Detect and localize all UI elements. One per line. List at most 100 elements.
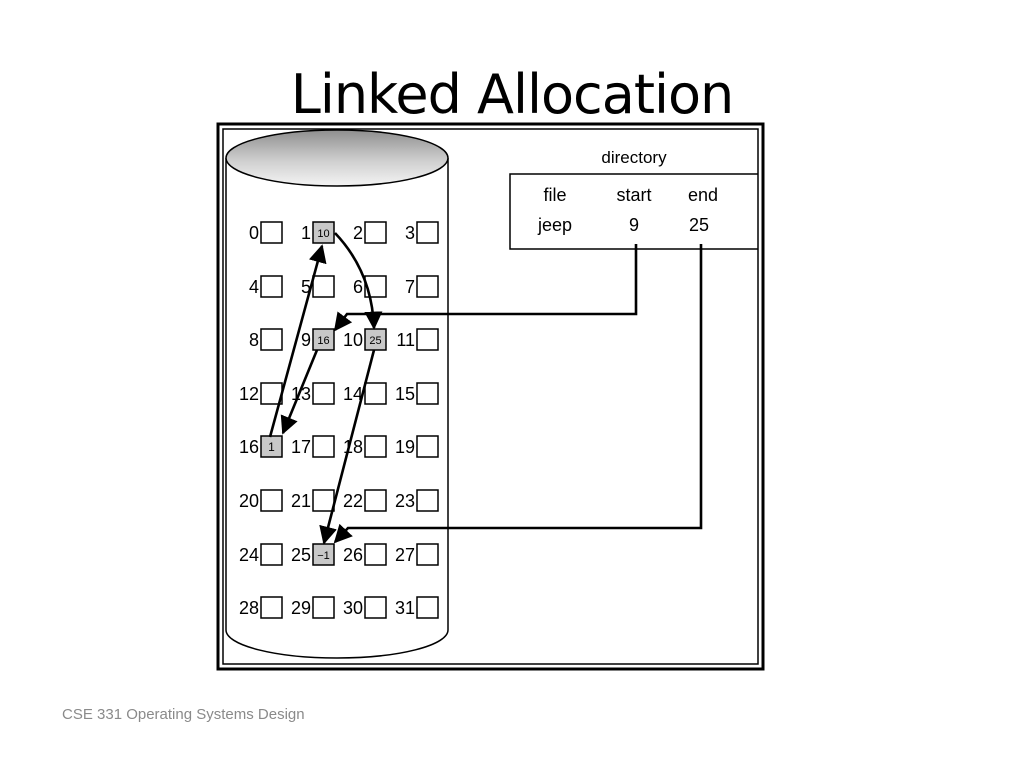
directory-label: directory xyxy=(601,148,667,167)
disk-block-26: 26 xyxy=(343,543,387,566)
free-block-box xyxy=(312,596,335,619)
block-number-label: 3 xyxy=(405,223,415,243)
arrow-block-10-to-25 xyxy=(319,349,376,545)
block-number-label: 4 xyxy=(249,277,259,297)
block-number-label: 26 xyxy=(343,545,363,565)
free-block-box xyxy=(416,543,439,566)
block-number-label: 22 xyxy=(343,491,363,511)
block-number-label: 25 xyxy=(291,545,311,565)
disk-block-17: 17 xyxy=(291,435,335,458)
block-pointer-value: 16 xyxy=(317,335,329,347)
disk-block-9: 9 16 xyxy=(301,328,335,351)
block-number-label: 23 xyxy=(395,491,415,511)
block-pointer-value: 10 xyxy=(317,228,329,240)
disk-block-24: 24 xyxy=(239,543,283,566)
block-number-label: 29 xyxy=(291,598,311,618)
free-block-box xyxy=(416,596,439,619)
disk-block-0: 0 xyxy=(249,221,283,244)
free-block-box xyxy=(416,382,439,405)
block-number-label: 5 xyxy=(301,277,311,297)
block-number-label: 7 xyxy=(405,277,415,297)
disk-block-3: 3 xyxy=(405,221,439,244)
disk-block-11: 11 xyxy=(396,328,439,351)
allocated-block-box xyxy=(312,328,335,351)
disk-block-22: 22 xyxy=(343,489,387,512)
block-number-label: 19 xyxy=(395,437,415,457)
block-pointer-value: −1 xyxy=(317,550,330,562)
directory-cell-end: 25 xyxy=(689,215,709,235)
free-block-box xyxy=(364,275,387,298)
free-block-box xyxy=(416,489,439,512)
arrow-block-1-to-10 xyxy=(334,232,383,330)
disk-block-29: 29 xyxy=(291,596,335,619)
free-block-box xyxy=(312,435,335,458)
block-pointer-value: 25 xyxy=(369,335,381,347)
disk-block-6: 6 xyxy=(353,275,387,298)
free-block-box xyxy=(364,435,387,458)
free-block-box xyxy=(364,596,387,619)
disk-block-7: 7 xyxy=(405,275,439,298)
disk-block-12: 12 xyxy=(239,382,283,405)
disk-block-20: 20 xyxy=(239,489,283,512)
slide-title: Linked Allocation xyxy=(290,63,735,126)
disk-block-28: 28 xyxy=(239,596,283,619)
free-block-box xyxy=(416,435,439,458)
disk-block-31: 31 xyxy=(395,596,439,619)
free-block-box xyxy=(312,489,335,512)
free-block-box xyxy=(416,275,439,298)
directory-header-file: file xyxy=(543,185,566,205)
block-number-label: 30 xyxy=(343,598,363,618)
disk-block-25: 25 −1 xyxy=(291,543,335,566)
disk-block-5: 5 xyxy=(301,275,335,298)
inner-frame xyxy=(222,128,759,665)
free-block-box xyxy=(260,596,283,619)
block-number-label: 1 xyxy=(301,223,311,243)
free-block-box xyxy=(312,382,335,405)
directory-table: directory file start end jeep 9 25 xyxy=(509,148,758,250)
block-number-label: 6 xyxy=(353,277,363,297)
disk-block-30: 30 xyxy=(343,596,387,619)
free-block-box xyxy=(364,543,387,566)
block-number-label: 11 xyxy=(396,330,415,350)
block-number-label: 0 xyxy=(249,223,259,243)
block-number-label: 14 xyxy=(343,384,363,404)
block-number-label: 27 xyxy=(395,545,415,565)
directory-header-start: start xyxy=(616,185,651,205)
disk-block-1: 1 10 xyxy=(301,221,335,244)
directory-cell-file: jeep xyxy=(537,215,572,235)
arrow-start-pointer xyxy=(333,244,638,332)
block-number-label: 15 xyxy=(395,384,415,404)
block-number-label: 21 xyxy=(291,491,311,511)
directory-table-border xyxy=(509,173,758,250)
disk-cylinder-top xyxy=(225,129,449,187)
block-number-label: 28 xyxy=(239,598,259,618)
block-number-label: 31 xyxy=(395,598,415,618)
block-number-label: 8 xyxy=(249,330,259,350)
block-number-label: 2 xyxy=(353,223,363,243)
disk-block-27: 27 xyxy=(395,543,439,566)
disk-block-15: 15 xyxy=(395,382,439,405)
disk-block-14: 14 xyxy=(343,382,387,405)
block-number-label: 17 xyxy=(291,437,311,457)
block-pointer-value: 1 xyxy=(268,440,275,454)
directory-header-end: end xyxy=(688,185,718,205)
block-number-label: 20 xyxy=(239,491,259,511)
disk-block-4: 4 xyxy=(249,275,283,298)
block-number-label: 9 xyxy=(301,330,311,350)
free-block-box xyxy=(416,221,439,244)
disk-block-8: 8 xyxy=(249,328,283,351)
free-block-box xyxy=(364,489,387,512)
free-block-box xyxy=(260,221,283,244)
free-block-box xyxy=(364,221,387,244)
link-arrows xyxy=(268,232,703,545)
free-block-box xyxy=(312,275,335,298)
disk-block-19: 19 xyxy=(395,435,439,458)
arrow-block-9-to-16 xyxy=(280,349,319,435)
allocated-block-box xyxy=(312,221,335,244)
outer-frame xyxy=(216,122,765,671)
free-block-box xyxy=(416,328,439,351)
